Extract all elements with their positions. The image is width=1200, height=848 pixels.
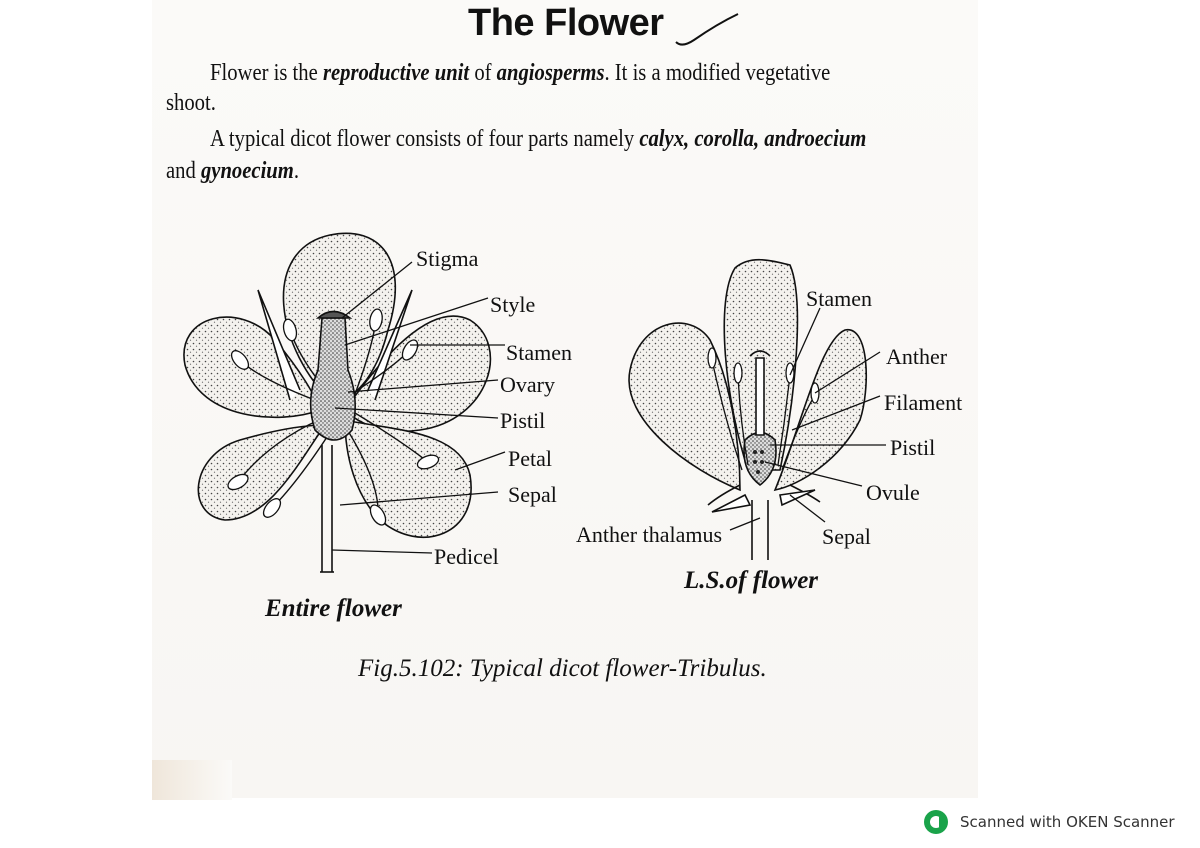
pedicel — [321, 445, 333, 572]
entire-flower-drawing — [183, 232, 492, 573]
label-petal: Petal — [508, 446, 552, 471]
term-flower-parts: calyx, corolla, androecium — [639, 126, 867, 152]
sepal-left — [257, 289, 301, 401]
text-run: Flower is the — [210, 60, 323, 86]
label-ls-anther-thalamus: Anther thalamus — [576, 522, 722, 547]
figure-caption: Fig.5.102: Typical dicot flower-Tribulus… — [357, 655, 767, 682]
label-ovary: Ovary — [500, 372, 555, 397]
term-reproductive-unit: reproductive unit — [322, 60, 470, 86]
label-stigma: Stigma — [416, 246, 479, 271]
label-pedicel: Pedicel — [434, 544, 499, 569]
label-ls-pistil: Pistil — [890, 435, 935, 460]
ls-sepal-right — [779, 489, 816, 507]
page-edge-shadow — [152, 760, 232, 800]
scanner-text: Scanned with OKEN Scanner — [960, 813, 1175, 831]
ls-flower-drawing — [628, 258, 868, 560]
label-pistil: Pistil — [500, 408, 545, 433]
label-style: Style — [490, 292, 535, 317]
petal-bottom-left — [197, 424, 327, 521]
label-ls-sepal: Sepal — [822, 524, 871, 549]
parts-paragraph-line1: A typical dicot flower consists of four … — [210, 124, 866, 154]
sepal-right — [367, 289, 413, 401]
petal-bottom-right — [344, 419, 472, 538]
label-ls-stamen: Stamen — [806, 286, 872, 311]
oken-logo-icon — [924, 810, 948, 834]
text-run: of — [469, 60, 497, 86]
ls-petal-right — [773, 329, 868, 492]
text-run: . It is a modified vegetative — [604, 60, 831, 86]
pistil-body — [309, 317, 356, 441]
scanner-watermark: Scanned with OKEN Scanner — [922, 808, 1175, 836]
label-ls-filament: Filament — [884, 390, 962, 415]
term-angiosperms: angiosperms — [496, 60, 605, 86]
label-ls-ovule: Ovule — [866, 480, 920, 505]
entire-flower-leader-lines — [331, 261, 506, 554]
term-gynoecium: gynoecium — [200, 158, 294, 184]
parts-paragraph-line2: and gynoecium. — [166, 156, 299, 186]
intro-paragraph-line2: shoot. — [166, 90, 216, 116]
ls-style — [755, 357, 765, 436]
caption-entire-flower: Entire flower — [264, 595, 402, 622]
intro-paragraph-line1: Flower is the reproductive unit of angio… — [210, 58, 830, 88]
stigma-shape — [315, 310, 353, 319]
pen-stroke-mark — [675, 13, 739, 46]
ls-flower-leader-lines — [729, 307, 886, 531]
label-sepal: Sepal — [508, 482, 557, 507]
ls-thalamus — [707, 484, 821, 560]
label-stamen: Stamen — [506, 340, 572, 365]
ls-ovary — [743, 431, 777, 487]
ls-sepal-left — [711, 493, 752, 513]
text-run: . — [293, 158, 300, 184]
text-run: A typical dicot flower consists of four … — [210, 126, 640, 152]
text-run: and — [166, 158, 201, 184]
petal-left — [183, 316, 322, 419]
page-title: The Flower — [468, 2, 664, 44]
label-ls-anther: Anther — [886, 344, 948, 369]
caption-ls-flower: L.S.of flower — [683, 567, 818, 594]
